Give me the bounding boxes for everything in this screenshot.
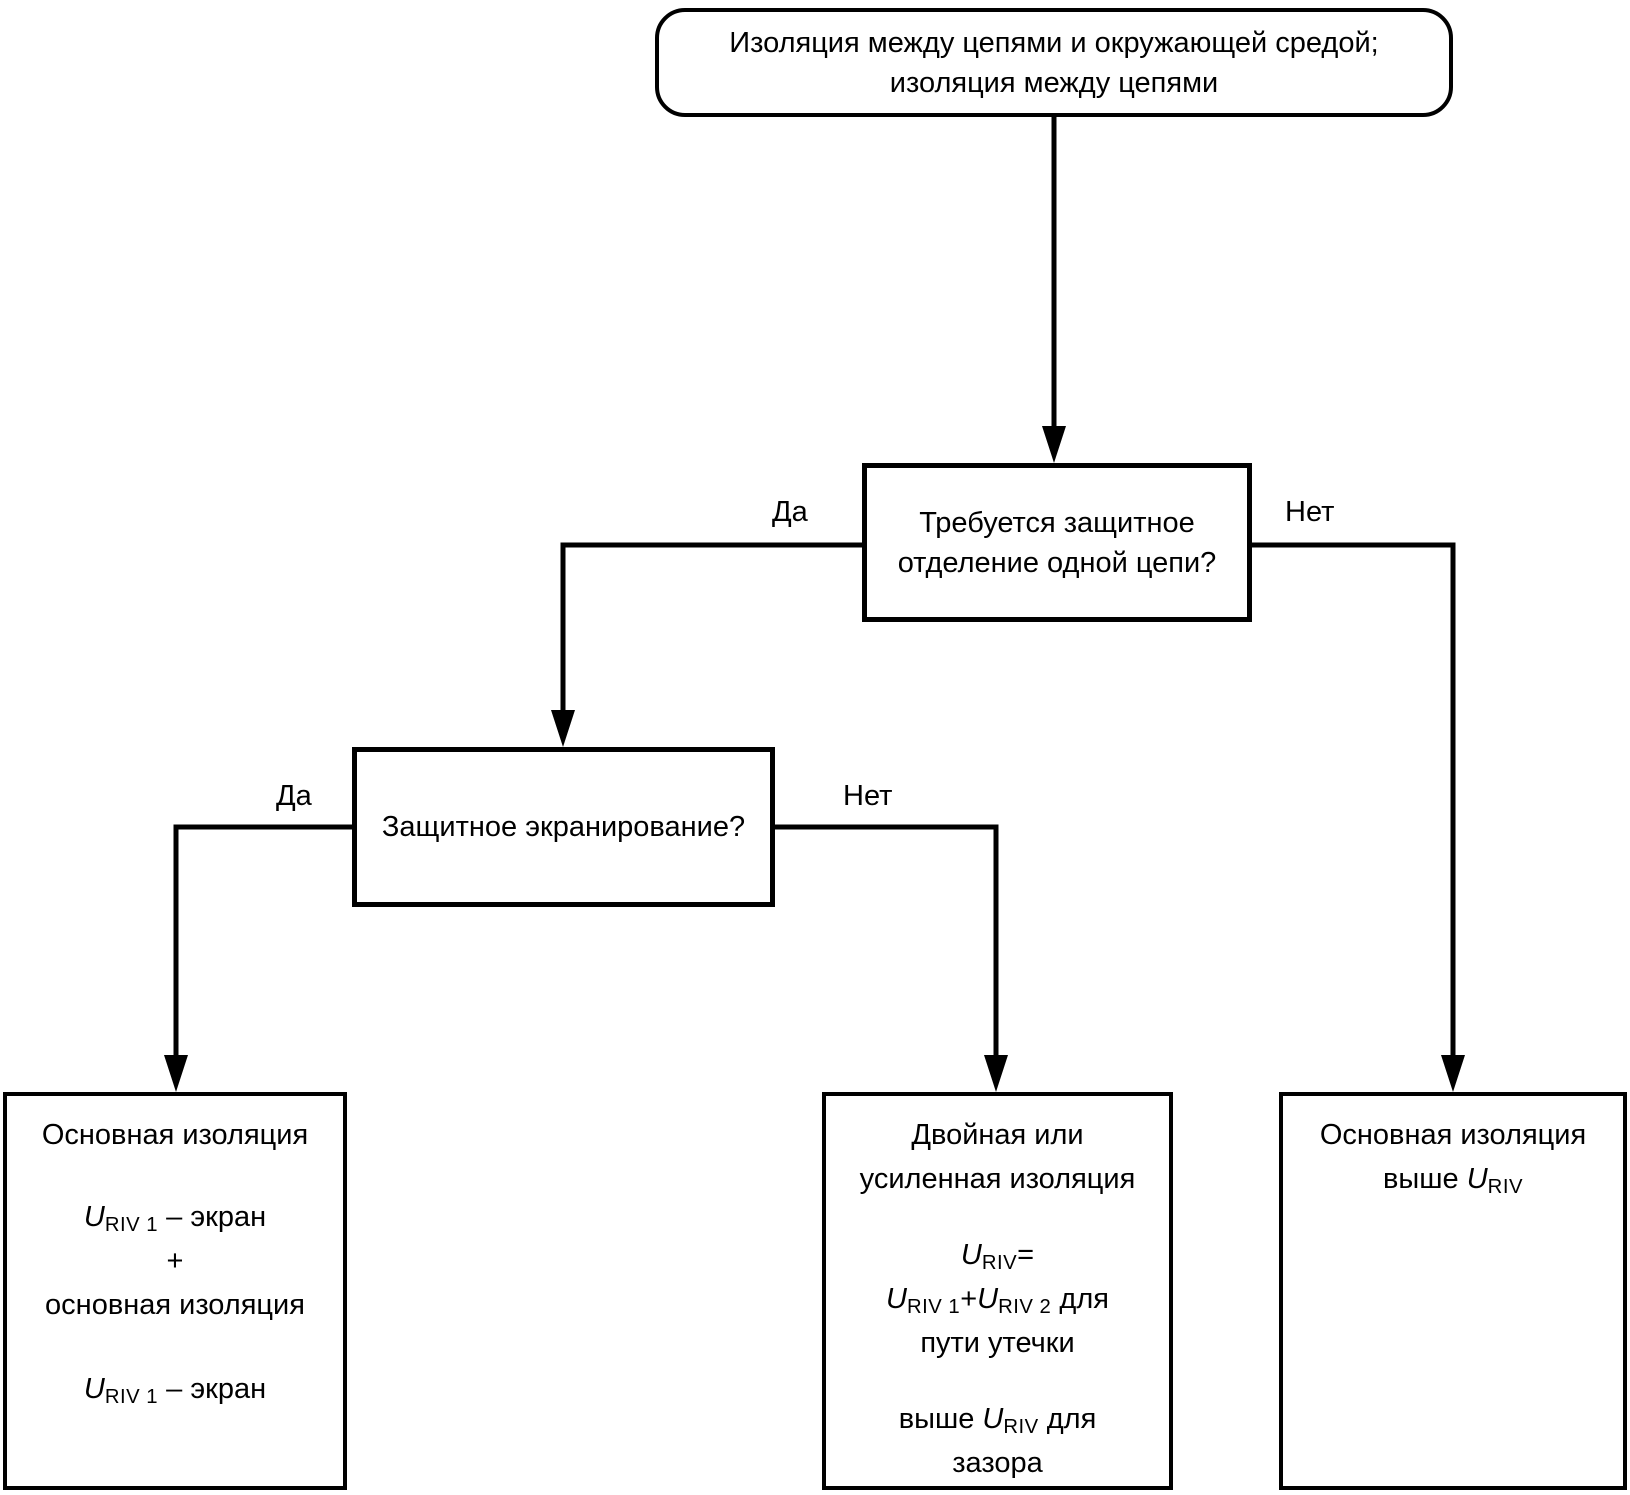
formula-above-uriv: выше URIV [1283, 1157, 1623, 1201]
decision2-line1: Защитное экранирование? [381, 811, 746, 843]
formula-for-suffix: для [1038, 1403, 1097, 1435]
above-prefix: выше [1383, 1163, 1467, 1195]
above-prefix: выше [898, 1403, 983, 1435]
u-subscript-riv1: RIV 1 [104, 1386, 159, 1409]
u-subscript-riv1: RIV 1 [906, 1296, 961, 1319]
formula-uriv1-screen: URIV 1 – экран [7, 1367, 343, 1411]
node-start-line1: Изоляция между цепями и окружающей средо… [729, 26, 1379, 59]
result-screen-line4: основная изоляция [45, 1289, 305, 1321]
u-subscript-riv1: RIV 1 [104, 1214, 159, 1237]
label-no-decision1: Нет [1285, 496, 1335, 528]
u-subscript-riv: RIV [1003, 1416, 1039, 1439]
node-start-line2: изоляция между цепями [889, 66, 1219, 99]
u-subscript-riv2: RIV 2 [998, 1296, 1052, 1319]
u-symbol: U [83, 1201, 105, 1233]
result-double-line1: Двойная или [911, 1119, 1084, 1151]
node-result-basic-above-uriv: Основная изоляция выше URIV [1279, 1092, 1627, 1490]
formula-screen-suffix: – экран [158, 1201, 267, 1233]
u-subscript-riv: RIV [981, 1252, 1018, 1275]
connector-decision2-no [775, 824, 999, 1059]
formula-plus: + [166, 1245, 184, 1277]
decision1-line1: Требуется защитное [919, 506, 1195, 539]
node-decision-protective-separation: Требуется защитное отделение одной цепи? [862, 463, 1252, 622]
result-double-line5: пути утечки [920, 1327, 1075, 1359]
formula-for-suffix: для [1051, 1283, 1109, 1315]
arrowhead-down-icon [1441, 1055, 1465, 1092]
u-symbol: U [886, 1283, 907, 1315]
u-symbol: U [1466, 1163, 1488, 1195]
formula-uriv1-plus-uriv2: URIV 1+URIV 2 для [826, 1277, 1169, 1321]
label-no-decision2: Нет [843, 780, 893, 812]
connector-decision2-yes [173, 824, 352, 1059]
result-basic-line1: Основная изоляция [1319, 1119, 1587, 1151]
formula-uriv-equals: URIV= [826, 1233, 1169, 1277]
label-yes-decision2: Да [276, 780, 312, 812]
formula-screen-suffix: – экран [158, 1373, 267, 1405]
connector-decision1-no [1252, 542, 1456, 1059]
formula-above-uriv-for: выше URIV для [826, 1397, 1169, 1441]
node-start: Изоляция между цепями и окружающей средо… [655, 8, 1453, 117]
formula-uriv1-screen: URIV 1 – экран [7, 1195, 343, 1239]
label-yes-decision1: Да [772, 496, 808, 528]
connector-decision1-yes [560, 542, 862, 714]
node-result-double-reinforced-insulation: Двойная или усиленная изоляция URIV= URI… [822, 1092, 1173, 1490]
plus-sign: + [960, 1283, 978, 1315]
u-symbol: U [982, 1403, 1004, 1435]
node-result-basic-insulation-screen: Основная изоляция URIV 1 – экран + основ… [3, 1092, 347, 1490]
result-screen-line1: Основная изоляция [41, 1119, 309, 1151]
u-symbol: U [83, 1373, 105, 1405]
node-decision-protective-screening: Защитное экранирование? [352, 747, 775, 907]
result-double-line7: зазора [952, 1447, 1043, 1479]
u-subscript-riv: RIV [1487, 1176, 1523, 1199]
u-symbol: U [977, 1283, 999, 1315]
arrowhead-down-icon [164, 1055, 188, 1092]
decision1-line2: отделение одной цепи? [897, 546, 1217, 579]
arrowhead-down-icon [984, 1055, 1008, 1092]
result-double-line2: усиленная изоляция [859, 1163, 1136, 1195]
arrowhead-down-icon [551, 710, 575, 747]
arrowhead-down-icon [1042, 426, 1066, 463]
u-symbol: U [960, 1239, 982, 1271]
equals-sign: = [1017, 1239, 1035, 1271]
